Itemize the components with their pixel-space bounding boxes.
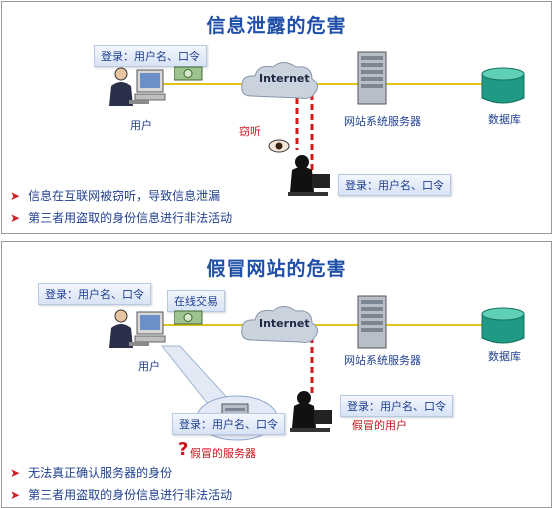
panel-info-leak: 信息泄露的危害 登录：用户名、口令 用户 Internet 网站系统服务器 数据… — [1, 1, 552, 234]
database-label: 数据库 — [488, 350, 521, 363]
cash-icon — [174, 310, 203, 325]
panel-fake-site: 假冒网站的危害 登录：用户名、口令 在线交易 用户 Internet 网站系统服… — [1, 241, 552, 508]
user-login-box: 登录：用户名、口令 — [38, 283, 151, 305]
fake-server-login-box: 登录：用户名、口令 — [172, 413, 285, 435]
attacker-icon — [288, 155, 330, 196]
server-label: 网站系统服务器 — [344, 354, 421, 367]
internet-label: Internet — [259, 72, 310, 85]
database-label: 数据库 — [488, 113, 521, 126]
server-icon — [357, 295, 387, 349]
panel2-bullet-1: ➤无法真正确认服务器的身份 — [10, 466, 173, 480]
server-icon — [357, 51, 387, 105]
panel1-bullet-1: ➤信息在互联网被窃听，导致信息泄漏 — [10, 189, 221, 203]
bullet-arrow-icon: ➤ — [10, 488, 21, 502]
question-mark: ? — [178, 439, 189, 460]
attacker-login-box: 登录：用户名、口令 — [340, 395, 453, 417]
bullet-arrow-icon: ➤ — [10, 211, 21, 225]
panel1-diagram-lines — [157, 83, 482, 177]
database-icon — [481, 307, 525, 344]
user-label: 用户 — [138, 360, 160, 373]
online-trade-box: 在线交易 — [167, 290, 225, 312]
panel2-bullet-2: ➤第三者用盗取的身份信息进行非法活动 — [10, 488, 233, 502]
bullet-arrow-icon: ➤ — [10, 189, 21, 203]
user-login-box: 登录：用户名、口令 — [94, 45, 207, 67]
panel1-title: 信息泄露的危害 — [206, 15, 347, 37]
user-label: 用户 — [130, 119, 152, 132]
eavesdrop-label: 窃听 — [239, 125, 261, 138]
internet-label: Internet — [259, 317, 310, 330]
internet-cloud-icon — [241, 62, 318, 99]
fake-server-label: 假冒的服务器 — [190, 447, 256, 460]
panel1-bullet-2: ➤第三者用盗取的身份信息进行非法活动 — [10, 211, 233, 225]
user-workstation-icon — [109, 67, 166, 106]
user-workstation-icon — [109, 309, 166, 348]
cash-icon — [174, 66, 203, 81]
attacker-login-box: 登录：用户名、口令 — [338, 174, 451, 196]
internet-cloud-icon — [241, 306, 318, 343]
fake-user-label: 假冒的用户 — [352, 419, 407, 432]
database-icon — [481, 67, 525, 104]
server-label: 网站系统服务器 — [344, 115, 421, 128]
panel2-title: 假冒网站的危害 — [206, 258, 347, 280]
eye-icon — [268, 139, 290, 153]
bullet-arrow-icon: ➤ — [10, 466, 21, 480]
attacker-icon — [290, 391, 332, 432]
